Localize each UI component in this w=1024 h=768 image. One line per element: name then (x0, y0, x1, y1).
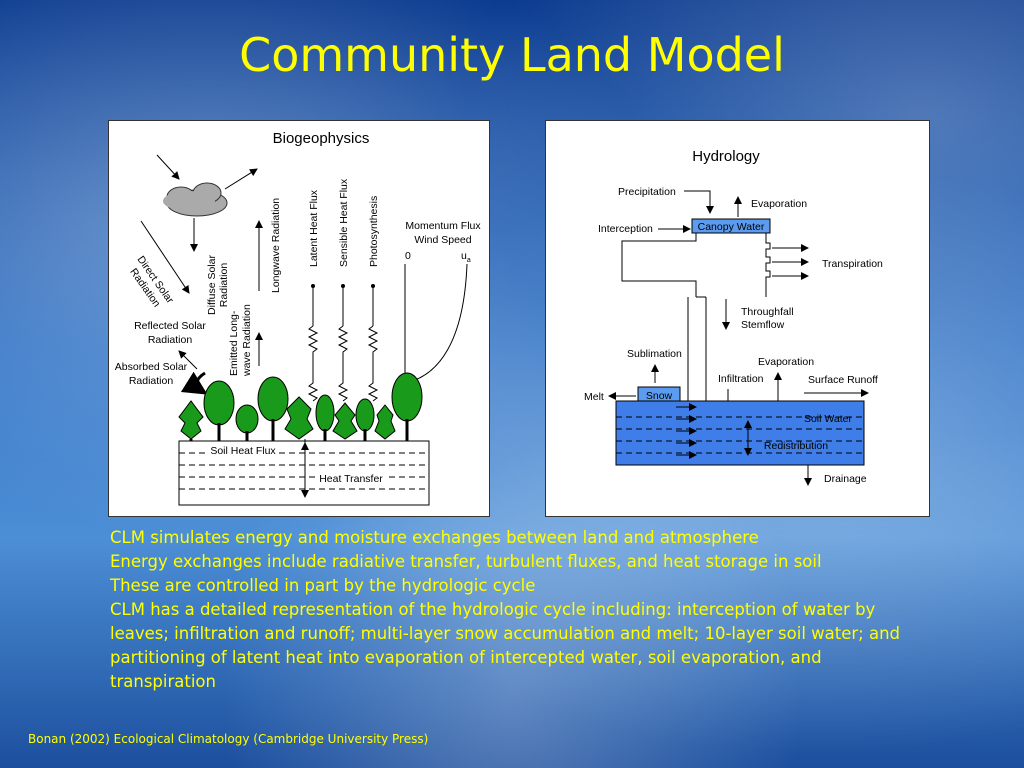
canopy-water-box (691, 218, 771, 234)
redistribution-label: Redistribution (764, 440, 828, 452)
wind-profile-curve (404, 263, 468, 384)
sensible-heat-flux: Sensible Heat Flux (337, 178, 350, 402)
emitted-label-1: Emitted Long- (228, 310, 240, 376)
diffuse-solar-label-1: Diffuse Solar (206, 255, 218, 315)
latent-heat-flux: Latent Heat Flux (307, 189, 320, 402)
momentum-label-1: Momentum Flux (405, 220, 481, 232)
hydrology-panel: Hydrology Precipitation Evaporation Inte… (545, 120, 930, 517)
drainage-label: Drainage (824, 473, 867, 485)
bullet-1: CLM simulates energy and moisture exchan… (110, 528, 759, 547)
absorbed-label-1: Absorbed Solar (115, 361, 188, 373)
svg-text:Latent Heat Flux: Latent Heat Flux (308, 189, 320, 267)
throughfall-label-2: Stemflow (741, 319, 785, 331)
soil-heat-flux-label: Soil Heat Flux (210, 445, 276, 457)
emitted-label-2: wave Radiation (241, 304, 253, 377)
soil-water-body (615, 400, 865, 466)
snow-label: Snow (646, 390, 673, 402)
hydrology-diagram: Hydrology Precipitation Evaporation Inte… (584, 148, 883, 486)
biogeophysics-panel: Biogeophysics Direct Solar Radiation Dif… (108, 120, 490, 517)
reflected-arrow (178, 350, 198, 370)
root-uptake-arrows (676, 403, 697, 459)
wind-zero-label: 0 (405, 250, 411, 262)
svg-text:Photosynthesis: Photosynthesis (368, 196, 380, 267)
tree-trunks (189, 419, 409, 441)
citation: Bonan (2002) Ecological Climatology (Cam… (28, 732, 429, 746)
vegetation-canopy (178, 372, 423, 440)
absorbed-label-2: Radiation (129, 375, 174, 387)
svg-text:Sensible Heat Flux: Sensible Heat Flux (338, 178, 350, 267)
interception-label: Interception (598, 223, 653, 235)
sublimation-label: Sublimation (627, 348, 682, 360)
biogeophysics-heading: Biogeophysics (273, 130, 370, 147)
incoming-solar-arrow (156, 154, 180, 180)
wind-ua-label: ua (461, 250, 471, 264)
reflected-cloud-arrow (224, 168, 258, 190)
diffuse-solar-label-2: Radiation (218, 263, 230, 308)
bullet-list: CLM simulates energy and moisture exchan… (104, 526, 924, 694)
infiltration-label: Infiltration (718, 373, 764, 385)
photosynthesis-flux: Photosynthesis (367, 196, 380, 402)
bullet-3: These are controlled in part by the hydr… (110, 576, 536, 595)
evaporation-top-label: Evaporation (751, 198, 807, 210)
transpiration-label: Transpiration (822, 258, 883, 270)
page-title: Community Land Model (239, 28, 785, 82)
precipitation-label: Precipitation (618, 186, 676, 198)
heat-transfer-label: Heat Transfer (319, 473, 383, 485)
hydrology-heading: Hydrology (692, 148, 760, 165)
biogeophysics-diagram: Biogeophysics Direct Solar Radiation Dif… (115, 130, 481, 506)
direct-solar-arrow (140, 220, 190, 294)
bullet-2: Energy exchanges include radiative trans… (110, 552, 822, 571)
soil-water-layers (616, 416, 864, 454)
melt-label: Melt (584, 391, 604, 403)
bullet-4: CLM has a detailed representation of the… (110, 600, 901, 691)
momentum-label-2: Wind Speed (414, 234, 471, 246)
soil-water-label: Soil Water (804, 413, 853, 425)
surface-runoff-label: Surface Runoff (808, 374, 878, 386)
throughfall-label-1: Throughfall (741, 306, 794, 318)
reflected-label-1: Reflected Solar (134, 320, 206, 332)
precipitation-arrow (684, 190, 714, 214)
reflected-label-2: Radiation (148, 334, 193, 346)
cloud-icon (163, 182, 228, 217)
absorbed-arrow (180, 371, 208, 395)
canopy-water-label: Canopy Water (698, 221, 765, 233)
evaporation-mid-label: Evaporation (758, 356, 814, 368)
longwave-label: Longwave Radiation (270, 198, 282, 293)
